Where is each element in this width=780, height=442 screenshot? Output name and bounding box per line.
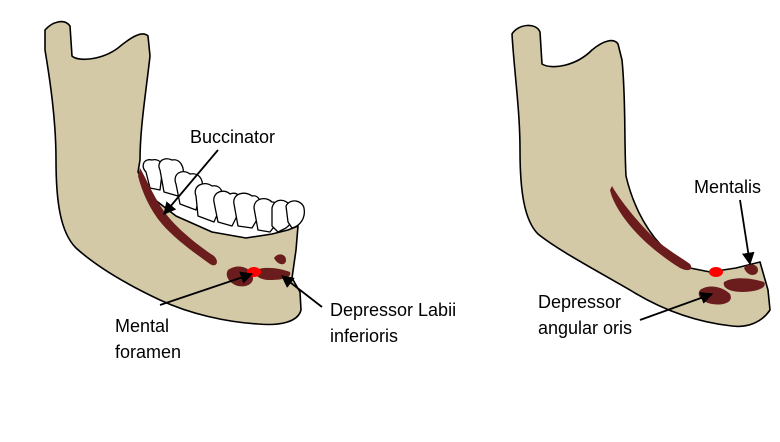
buccinator-label: Buccinator bbox=[190, 127, 275, 147]
tooth bbox=[285, 200, 306, 229]
mental-foramen-arrow bbox=[159, 271, 254, 306]
mentalis-muscle bbox=[744, 264, 758, 275]
buccinator-muscle bbox=[138, 168, 217, 266]
depressor-angular-label: Depressor bbox=[538, 292, 621, 312]
depressor-labii-muscle bbox=[723, 278, 765, 292]
depressor-angular-arrow bbox=[639, 291, 714, 321]
mental-foramen-label: foramen bbox=[115, 342, 181, 362]
mentalis-arrow bbox=[739, 199, 755, 266]
left-teeth bbox=[142, 158, 306, 233]
depressor-labii-label: Depressor Labii bbox=[330, 300, 456, 320]
mental-foramen-label: Mental bbox=[115, 316, 169, 336]
mental-foramen-dot bbox=[709, 267, 723, 277]
mentalis-muscle bbox=[274, 254, 286, 265]
depressor-labii-label: inferioris bbox=[330, 326, 398, 346]
left-mandible bbox=[44, 20, 306, 326]
mentalis-label: Mentalis bbox=[694, 177, 761, 197]
right-mandible-bone bbox=[511, 24, 771, 328]
left-mandible-bone bbox=[44, 20, 302, 326]
buccinator-muscle bbox=[610, 186, 692, 271]
depressor-labii-arrow bbox=[281, 275, 323, 308]
depressor-angular-label: angular oris bbox=[538, 318, 632, 338]
right-mandible bbox=[511, 24, 771, 328]
buccinator-arrow bbox=[163, 149, 219, 215]
